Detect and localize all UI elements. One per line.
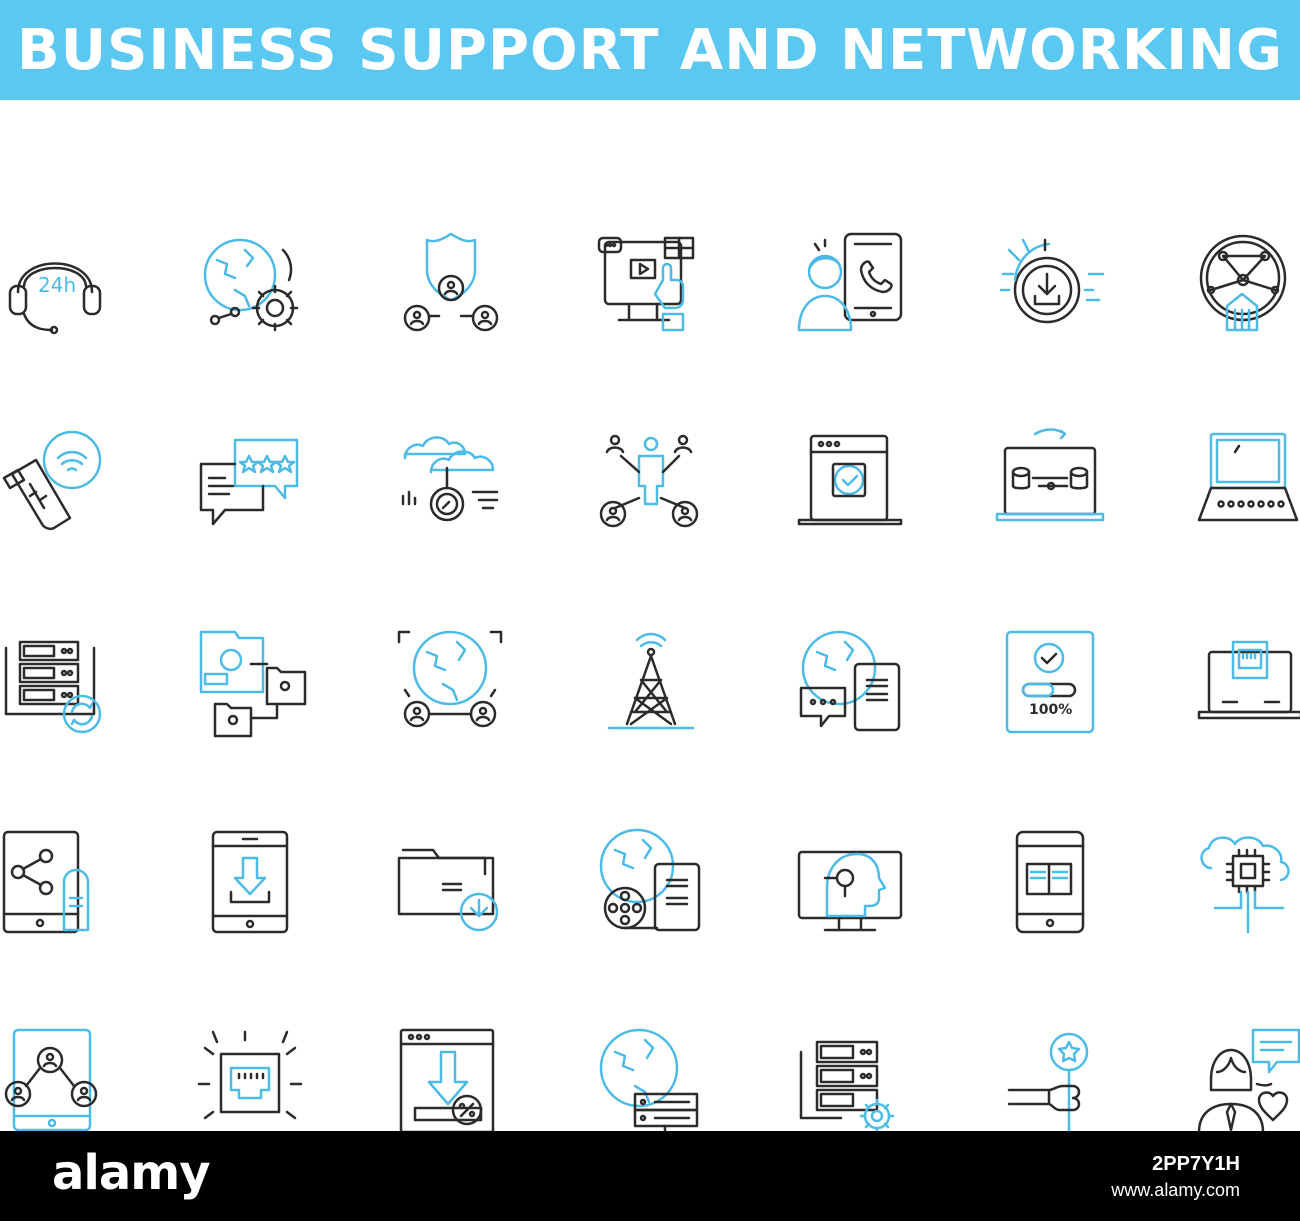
cloud-chip-icon	[1195, 828, 1300, 938]
headset-label: 24h	[38, 273, 76, 297]
footer-meta: 2PP7Y1H www.alamy.com	[1111, 1153, 1240, 1201]
watermark-footer: alamy 2PP7Y1H www.alamy.com	[0, 1131, 1300, 1221]
tablet-download-icon	[195, 828, 305, 938]
phone-ebook-icon	[995, 828, 1105, 938]
usb-wireless-icon	[0, 428, 110, 538]
typewriter-laptop-icon	[1195, 428, 1300, 538]
headset-24h-icon: 24h	[0, 230, 110, 340]
page-title: BUSINESS SUPPORT AND NETWORKING	[17, 17, 1283, 83]
hand-star-award-icon	[995, 1028, 1105, 1138]
progress-label: 100%	[1029, 702, 1072, 718]
globe-film-phone-icon	[595, 828, 705, 938]
download-circle-icon	[995, 230, 1105, 340]
tablet-user-network-icon	[0, 1028, 110, 1138]
folder-download-icon	[395, 828, 505, 938]
title-banner: BUSINESS SUPPORT AND NETWORKING	[0, 0, 1300, 100]
tablet-share-touch-icon	[0, 828, 110, 938]
laptop-check-window-icon	[795, 428, 905, 538]
folder-network-icon	[195, 628, 307, 738]
ethernet-port-icon	[195, 1028, 305, 1138]
image-id: 2PP7Y1H	[1152, 1153, 1240, 1175]
cloud-search-icon	[395, 428, 505, 538]
laptop-database-sync-icon	[995, 428, 1105, 538]
person-connections-icon	[595, 428, 705, 538]
footer-url: www.alamy.com	[1111, 1180, 1240, 1200]
icon-grid: 24h	[0, 100, 1300, 1136]
monitor-robot-head-icon	[795, 828, 905, 938]
businesswoman-chat-heart-icon	[1195, 1028, 1300, 1138]
globe-gear-icon	[195, 230, 305, 340]
chat-rating-stars-icon	[195, 428, 305, 538]
shield-network-users-icon	[395, 230, 505, 340]
server-rack-sync-icon	[0, 628, 110, 738]
network-node-building-icon	[1195, 230, 1300, 340]
person-phone-call-icon	[795, 230, 905, 340]
tablet-progress-icon: 100%	[995, 628, 1105, 738]
monitor-video-support-icon	[595, 230, 705, 340]
globe-server-icon	[595, 1028, 705, 1138]
browser-download-discount-icon	[395, 1028, 505, 1138]
laptop-ethernet-icon	[1195, 628, 1300, 738]
globe-chat-phone-icon	[795, 628, 905, 738]
footer-logo: alamy	[52, 1145, 211, 1201]
globe-users-network-icon	[395, 628, 505, 738]
server-rack-gear-icon	[795, 1028, 905, 1138]
radio-tower-icon	[595, 628, 705, 738]
